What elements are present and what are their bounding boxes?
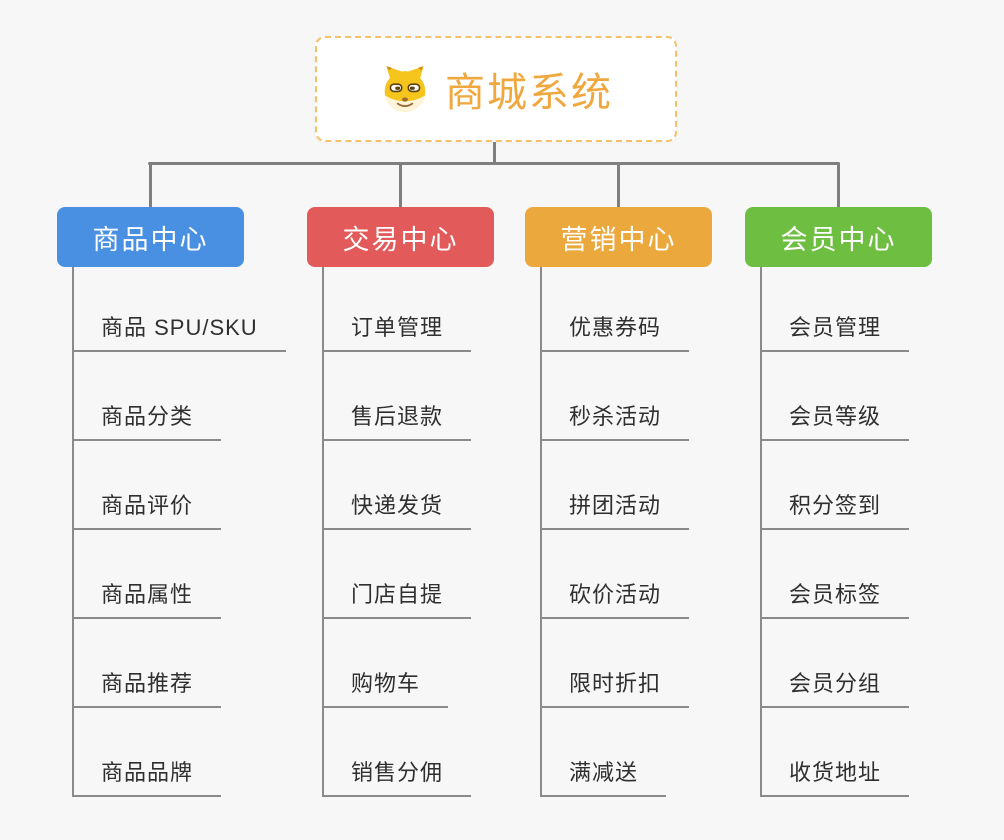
child-topic[interactable]: 优惠券码 <box>542 267 690 352</box>
child-topic[interactable]: 门店自提 <box>324 530 472 619</box>
children-list: 商品 SPU/SKU 商品分类商品评价商品属性商品推荐商品品牌 <box>72 267 287 797</box>
child-label: 会员分组 <box>789 671 882 696</box>
branch-marketing-center: 营销中心 优惠券码秒杀活动拼团活动砍价活动限时折扣满减送 <box>525 164 755 797</box>
branch-label: 营销中心 <box>560 224 677 255</box>
branch-label: 交易中心 <box>342 224 459 255</box>
child-topic[interactable]: 购物车 <box>324 619 449 708</box>
child-label: 积分签到 <box>789 493 882 518</box>
branch-node-product-center[interactable]: 商品中心 <box>57 207 244 267</box>
child-label: 会员管理 <box>789 315 882 340</box>
child-label: 商品属性 <box>101 582 194 607</box>
child-label: 售后退款 <box>351 404 444 429</box>
child-topic[interactable]: 商品属性 <box>74 530 222 619</box>
root-label: 商城系统 <box>445 71 613 115</box>
connector-root-stem <box>493 142 496 164</box>
child-label: 会员等级 <box>789 404 882 429</box>
child-label: 会员标签 <box>789 582 882 607</box>
child-label: 优惠券码 <box>569 315 662 340</box>
child-topic[interactable]: 满减送 <box>542 708 667 797</box>
child-label: 购物车 <box>351 671 421 696</box>
child-topic[interactable]: 商品 SPU/SKU <box>74 267 286 352</box>
child-topic[interactable]: 限时折扣 <box>542 619 690 708</box>
branch-product-center: 商品中心 商品 SPU/SKU 商品分类商品评价商品属性商品推荐商品品牌 <box>57 164 287 797</box>
child-topic[interactable]: 会员分组 <box>762 619 910 708</box>
branch-trade-center: 交易中心 订单管理售后退款快递发货门店自提购物车销售分佣 <box>307 164 537 797</box>
children-list: 订单管理售后退款快递发货门店自提购物车销售分佣 <box>322 267 537 797</box>
child-topic[interactable]: 商品分类 <box>74 352 222 441</box>
children-list: 优惠券码秒杀活动拼团活动砍价活动限时折扣满减送 <box>540 267 755 797</box>
child-topic[interactable]: 会员管理 <box>762 267 910 352</box>
child-label: 商品推荐 <box>101 671 194 696</box>
child-topic[interactable]: 砍价活动 <box>542 530 690 619</box>
child-label: 秒杀活动 <box>569 404 662 429</box>
connector-branch-drop <box>149 164 152 207</box>
child-label: 商品分类 <box>101 404 194 429</box>
child-topic[interactable]: 商品推荐 <box>74 619 222 708</box>
child-label: 订单管理 <box>351 315 444 340</box>
child-topic[interactable]: 销售分佣 <box>324 708 472 797</box>
child-label: 拼团活动 <box>569 493 662 518</box>
child-label: 快递发货 <box>351 493 444 518</box>
child-topic[interactable]: 商品品牌 <box>74 708 222 797</box>
root-node[interactable]: 商城系统 <box>315 36 677 142</box>
child-label: 销售分佣 <box>351 760 444 785</box>
connector-branch-drop <box>399 164 402 207</box>
child-label: 限时折扣 <box>569 671 662 696</box>
child-label: 商品 SPU/SKU <box>101 315 258 340</box>
branch-member-center: 会员中心 会员管理会员等级积分签到会员标签会员分组收货地址 <box>745 164 975 797</box>
child-label: 砍价活动 <box>569 582 662 607</box>
child-topic[interactable]: 积分签到 <box>762 441 910 530</box>
branch-node-marketing-center[interactable]: 营销中心 <box>525 207 712 267</box>
doge-icon <box>379 63 431 115</box>
branch-node-member-center[interactable]: 会员中心 <box>745 207 932 267</box>
child-label: 商品评价 <box>101 493 194 518</box>
child-topic[interactable]: 秒杀活动 <box>542 352 690 441</box>
connector-bus <box>148 162 840 165</box>
child-topic[interactable]: 会员标签 <box>762 530 910 619</box>
child-topic[interactable]: 订单管理 <box>324 267 472 352</box>
branch-label: 会员中心 <box>780 224 897 255</box>
child-topic[interactable]: 商品评价 <box>74 441 222 530</box>
child-topic[interactable]: 售后退款 <box>324 352 472 441</box>
child-topic[interactable]: 会员等级 <box>762 352 910 441</box>
child-label: 收货地址 <box>789 760 882 785</box>
child-topic[interactable]: 收货地址 <box>762 708 910 797</box>
child-label: 门店自提 <box>351 582 444 607</box>
child-label: 商品品牌 <box>101 760 194 785</box>
branch-node-trade-center[interactable]: 交易中心 <box>307 207 494 267</box>
child-topic[interactable]: 拼团活动 <box>542 441 690 530</box>
child-topic[interactable]: 快递发货 <box>324 441 472 530</box>
children-list: 会员管理会员等级积分签到会员标签会员分组收货地址 <box>760 267 975 797</box>
child-label: 满减送 <box>569 760 639 785</box>
branch-label: 商品中心 <box>92 224 209 255</box>
connector-branch-drop <box>837 164 840 207</box>
connector-branch-drop <box>617 164 620 207</box>
